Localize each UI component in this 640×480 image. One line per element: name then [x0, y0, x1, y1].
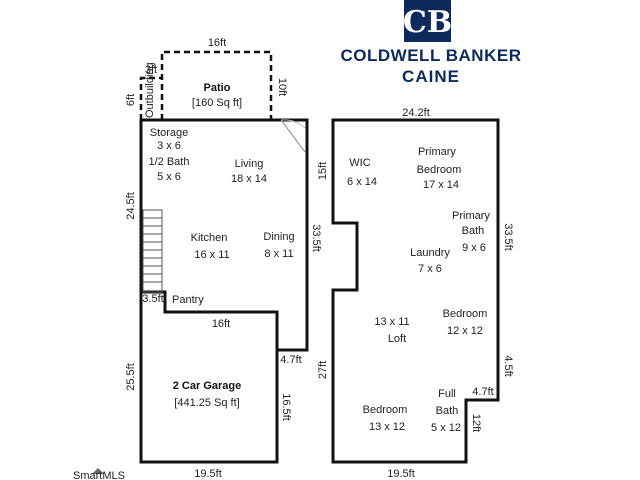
- primary-bedroom-size: 17 x 14: [423, 179, 459, 191]
- dim-garage-depth: 16.5ft: [280, 393, 292, 421]
- bedroom-2-size: 12 x 12: [447, 325, 483, 337]
- full-bath-label-2: Bath: [436, 405, 459, 417]
- storage-label: Storage: [150, 127, 189, 139]
- dim-notch: 3.5ft: [142, 293, 163, 305]
- bedroom-3-size: 13 x 12: [369, 421, 405, 433]
- bedroom-2-label: Bedroom: [443, 308, 488, 320]
- dim-patio-width: 16ft: [208, 37, 226, 49]
- stairs: [142, 209, 163, 293]
- dim-step: 4.7ft: [280, 354, 301, 366]
- dim-right-main: 33.5ft: [310, 224, 322, 252]
- primary-bedroom-label-2: Bedroom: [417, 164, 462, 176]
- primary-bedroom-label: Primary: [418, 146, 456, 158]
- dim-top-second: 24.2ft: [402, 107, 430, 119]
- living-label: Living: [235, 158, 264, 170]
- laundry-label: Laundry: [410, 247, 450, 259]
- watermark-text: SmartMLS: [73, 470, 125, 480]
- loft-size: 13 x 11: [374, 316, 409, 328]
- cb-monogram-icon: CB: [403, 5, 452, 40]
- outbuilding-outline: [139, 76, 162, 120]
- loft-label: Loft: [388, 333, 406, 345]
- full-bath-label: Full: [438, 388, 456, 400]
- kitchen-label: Kitchen: [191, 232, 228, 244]
- patio-outline: [160, 50, 273, 120]
- kitchen-size: 16 x 11: [194, 249, 229, 261]
- laundry-size: 7 x 6: [418, 263, 442, 275]
- logo-square: [404, 0, 451, 42]
- patio-area: [160 Sq ft]: [192, 97, 242, 109]
- door-swing: [280, 119, 306, 153]
- brand-name-line2: CAINE: [402, 67, 460, 86]
- dim-bath-depth: 12ft: [470, 414, 482, 432]
- living-size: 18 x 14: [231, 173, 267, 185]
- storage-size: 3 x 6: [157, 140, 181, 152]
- brand-logo: CB COLDWELL BANKER CAINE: [341, 0, 522, 86]
- dim-mid-width: 16ft: [212, 318, 230, 330]
- dim-patio-depth: 10ft: [276, 78, 288, 96]
- dim-outbuilding-width: 3ft: [145, 64, 157, 76]
- dining-label: Dining: [263, 231, 294, 243]
- outbuilding-label: Outbuilding: [144, 62, 156, 118]
- second-floor-walls: [331, 118, 500, 464]
- bedroom-3-label: Bedroom: [363, 404, 408, 416]
- second-floor-outline: [331, 118, 500, 464]
- dim-left-bottom: 27ft: [317, 361, 329, 379]
- half-bath-label: 1/2 Bath: [149, 156, 190, 168]
- wic-size: 6 x 14: [347, 176, 377, 188]
- brand-name-line1: COLDWELL BANKER: [341, 46, 522, 65]
- first-floor-walls: [139, 50, 309, 464]
- dim-right-step: 4.5ft: [502, 355, 514, 376]
- primary-bath-label-2: Bath: [462, 225, 485, 237]
- primary-bath-size: 9 x 6: [462, 242, 486, 254]
- dim-right-second: 33.5ft: [502, 223, 514, 251]
- dim-left-upper: 24.5ft: [125, 192, 137, 220]
- dim-step-width: 4.7ft: [472, 386, 493, 398]
- dim-left-lower: 25.5ft: [125, 363, 137, 391]
- half-bath-size: 5 x 6: [157, 171, 181, 183]
- full-bath-size: 5 x 12: [431, 422, 461, 434]
- pantry-label: Pantry: [172, 294, 204, 306]
- watermark: SmartMLS: [73, 468, 125, 480]
- dining-size: 8 x 11: [264, 248, 293, 260]
- primary-bath-label: Primary: [452, 210, 490, 222]
- wic-label: WIC: [349, 157, 370, 169]
- garage-label: 2 Car Garage: [173, 380, 241, 392]
- house-icon: [92, 468, 104, 474]
- dim-bottom-second: 19.5ft: [387, 468, 415, 480]
- garage-area: [441.25 Sq ft]: [174, 397, 239, 409]
- dim-outbuilding-depth: 6ft: [125, 94, 137, 106]
- dim-bottom-first: 19.5ft: [194, 468, 222, 480]
- dim-left-top: 15ft: [317, 162, 329, 180]
- patio-label: Patio: [204, 82, 231, 94]
